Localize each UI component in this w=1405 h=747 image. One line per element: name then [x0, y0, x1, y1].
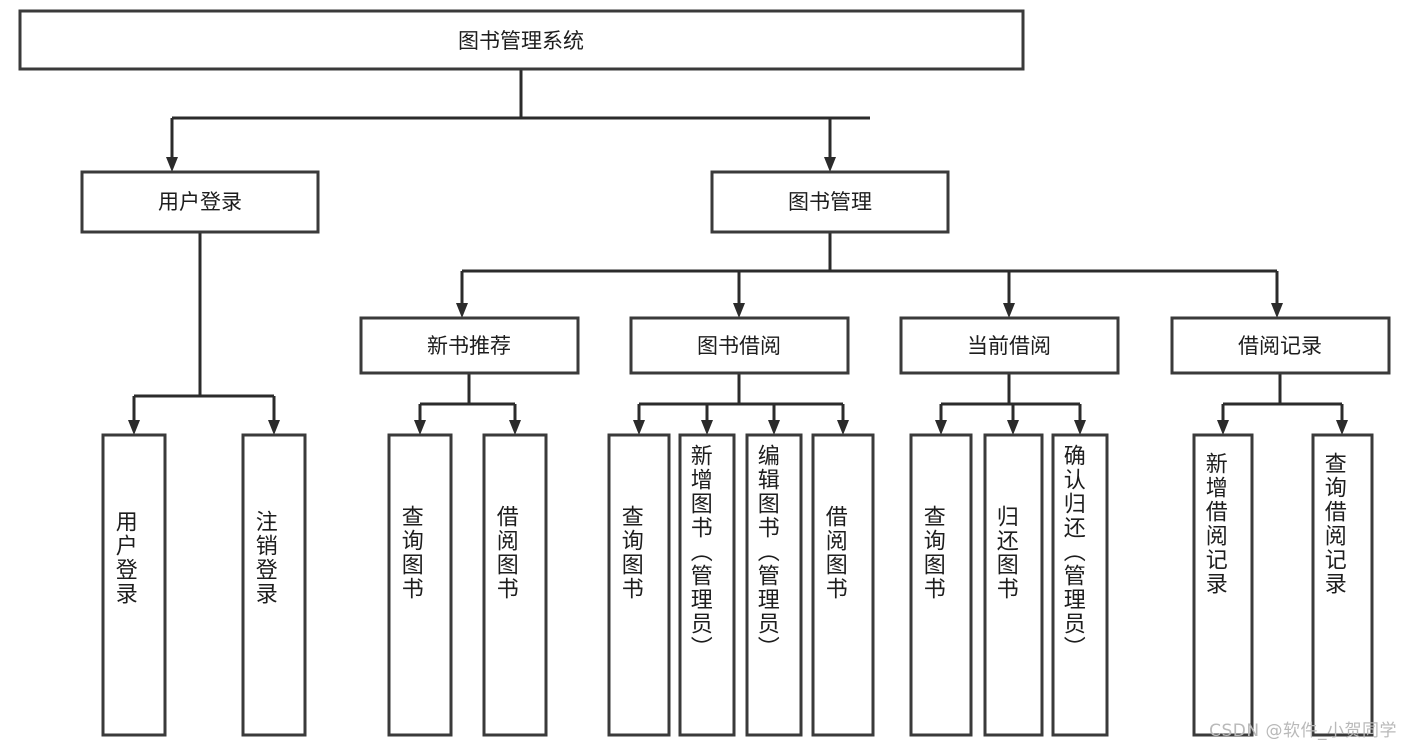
- leaf-box-edit-book-admin[interactable]: [745, 433, 803, 737]
- leaf-box-return-book[interactable]: [983, 433, 1044, 737]
- new-book-recommend-box[interactable]: [359, 316, 580, 375]
- user-login-label: 用户登录: [158, 190, 242, 214]
- connectors-login-to-leaves: [128, 232, 280, 435]
- leaf-boxes: [101, 433, 1374, 737]
- node-book-borrow[interactable]: 图书借阅: [629, 316, 850, 375]
- leaf-box-confirm-return-admin[interactable]: [1051, 433, 1109, 737]
- book-management-box[interactable]: [710, 170, 950, 234]
- root-label: 图书管理系统: [458, 29, 584, 53]
- user-login-box[interactable]: [80, 170, 320, 234]
- leaf-box-add-borrow-record[interactable]: [1192, 433, 1254, 737]
- root-box[interactable]: [18, 9, 1025, 71]
- connectors-borrow-to-leaves: [633, 373, 849, 435]
- borrow-record-label: 借阅记录: [1238, 334, 1322, 358]
- borrow-record-box[interactable]: [1170, 316, 1391, 375]
- leaf-box-query-book-borrow[interactable]: [607, 433, 671, 737]
- csdn-watermark: CSDN @软件_小贺同学: [1209, 721, 1397, 741]
- connectors-bookmgmt-to-level3: [456, 232, 1283, 318]
- connectors-record-to-leaves: [1217, 373, 1348, 435]
- book-borrow-box[interactable]: [629, 316, 850, 375]
- connectors-root-to-level2: [166, 69, 870, 172]
- new-book-recommend-label: 新书推荐: [427, 334, 511, 358]
- leaf-box-query-borrow-record[interactable]: [1311, 433, 1374, 737]
- current-borrow-label: 当前借阅: [967, 334, 1051, 358]
- leaf-box-add-book-admin[interactable]: [678, 433, 736, 737]
- node-borrow-record[interactable]: 借阅记录: [1170, 316, 1391, 375]
- leaf-box-query-book-newbook[interactable]: [387, 433, 453, 737]
- node-current-borrow[interactable]: 当前借阅: [899, 316, 1120, 375]
- node-root-system[interactable]: 图书管理系统: [18, 9, 1025, 71]
- leaf-box-user-login[interactable]: [101, 433, 167, 737]
- connectors-current-to-leaves: [935, 373, 1086, 435]
- leaf-box-borrow-book-newbook[interactable]: [482, 433, 548, 737]
- current-borrow-box[interactable]: [899, 316, 1120, 375]
- leaf-box-logout-login[interactable]: [241, 433, 307, 737]
- book-management-label: 图书管理: [788, 190, 872, 214]
- node-book-management[interactable]: 图书管理: [710, 170, 950, 234]
- leaf-box-borrow-book-borrow[interactable]: [811, 433, 875, 737]
- connectors-newbook-to-leaves: [414, 373, 521, 435]
- leaf-box-query-book-current[interactable]: [909, 433, 973, 737]
- node-new-book-recommend[interactable]: 新书推荐: [359, 316, 580, 375]
- node-user-login[interactable]: 用户登录: [80, 170, 320, 234]
- book-borrow-label: 图书借阅: [697, 334, 781, 358]
